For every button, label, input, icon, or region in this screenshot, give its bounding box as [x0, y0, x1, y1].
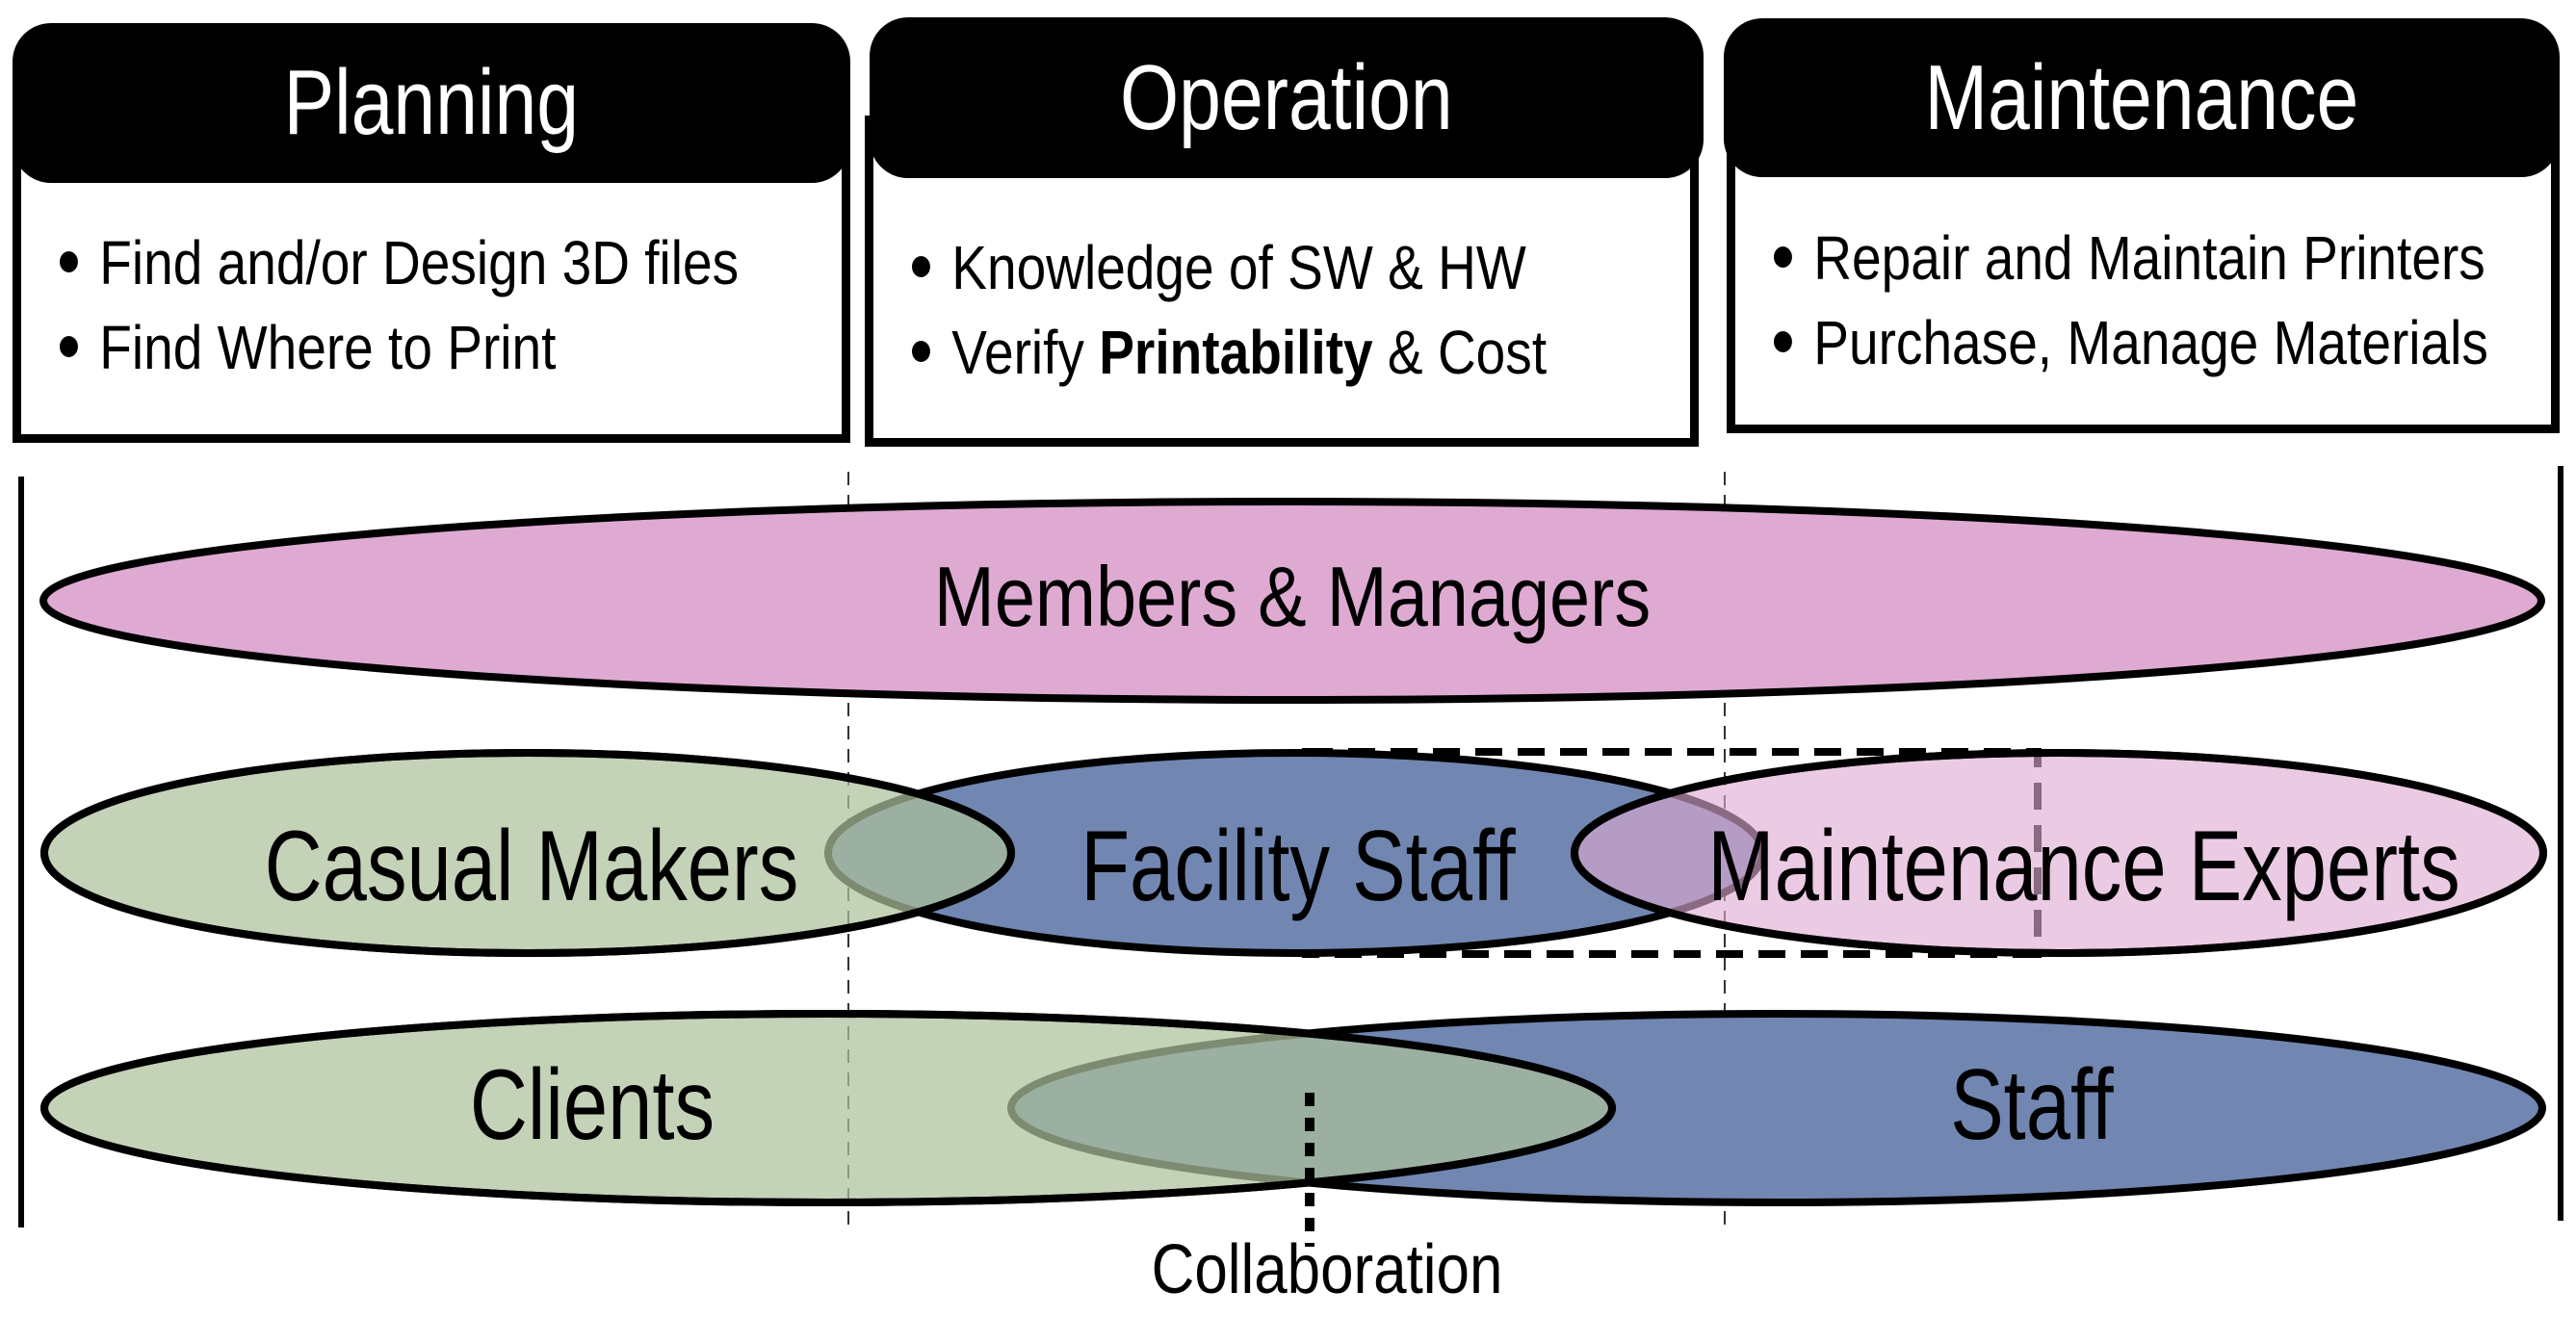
staff-label: Staff: [1950, 1048, 2114, 1160]
bullet-item: Find and/or Design 3D files: [60, 220, 739, 305]
operation-bullets: Knowledge of SW & HW Verify Printability…: [912, 225, 1650, 395]
clients-outline: [40, 1010, 1616, 1206]
phase-title: Planning: [283, 51, 580, 154]
bullet-icon: [1774, 331, 1792, 353]
bullet-icon: [60, 336, 78, 358]
bullet-text: Find Where to Print: [99, 313, 557, 382]
bullet-item: Find Where to Print: [60, 305, 739, 390]
casual-makers-label: Casual Makers: [265, 810, 799, 921]
planning-bullets: Find and/or Design 3D files Find Where t…: [60, 220, 849, 390]
bullet-item: Repair and Maintain Printers: [1774, 216, 2488, 300]
phase-maintenance-header: Maintenance: [1724, 18, 2560, 177]
bullet-text: Find and/or Design 3D files: [99, 228, 740, 297]
clients-label: Clients: [470, 1048, 715, 1160]
bullet-text: Knowledge of SW & HW: [951, 233, 1526, 302]
phase-title: Maintenance: [1924, 45, 2359, 149]
maintenance-experts-label: Maintenance Experts: [1707, 810, 2459, 921]
bullet-text: Repair and Maintain Printers: [1813, 223, 2485, 293]
casual-makers-outline: [40, 749, 1015, 957]
phase-title: Operation: [1120, 45, 1453, 149]
collaboration-label: Collaboration: [1152, 1231, 1503, 1308]
bullet-text: Verify: [951, 318, 1100, 387]
bullet-icon: [1774, 246, 1792, 269]
maintenance-bullets: Repair and Maintain Printers Purchase, M…: [1774, 216, 2576, 385]
facility-team-dashed-box: [1302, 748, 2042, 958]
bullet-item: Purchase, Manage Materials: [1774, 300, 2488, 385]
bullet-bold-text: Printability: [1099, 318, 1373, 387]
phase-planning-header: Planning: [13, 23, 850, 183]
bullet-text: & Cost: [1372, 318, 1548, 387]
bullet-item: Verify Printability & Cost: [912, 310, 1547, 395]
bullet-icon: [60, 251, 78, 273]
bullet-icon: [912, 256, 930, 278]
bullet-item: Knowledge of SW & HW: [912, 225, 1547, 310]
members-managers-label: Members & Managers: [934, 551, 1651, 645]
maintenance-experts-outline: [1571, 749, 2547, 957]
phase-operation-header: Operation: [870, 17, 1704, 178]
bullet-icon: [912, 341, 930, 363]
bullet-text: Purchase, Manage Materials: [1813, 308, 2488, 377]
members-managers-ellipse: [39, 498, 2545, 704]
facility-staff-label: Facility Staff: [1080, 810, 1516, 921]
